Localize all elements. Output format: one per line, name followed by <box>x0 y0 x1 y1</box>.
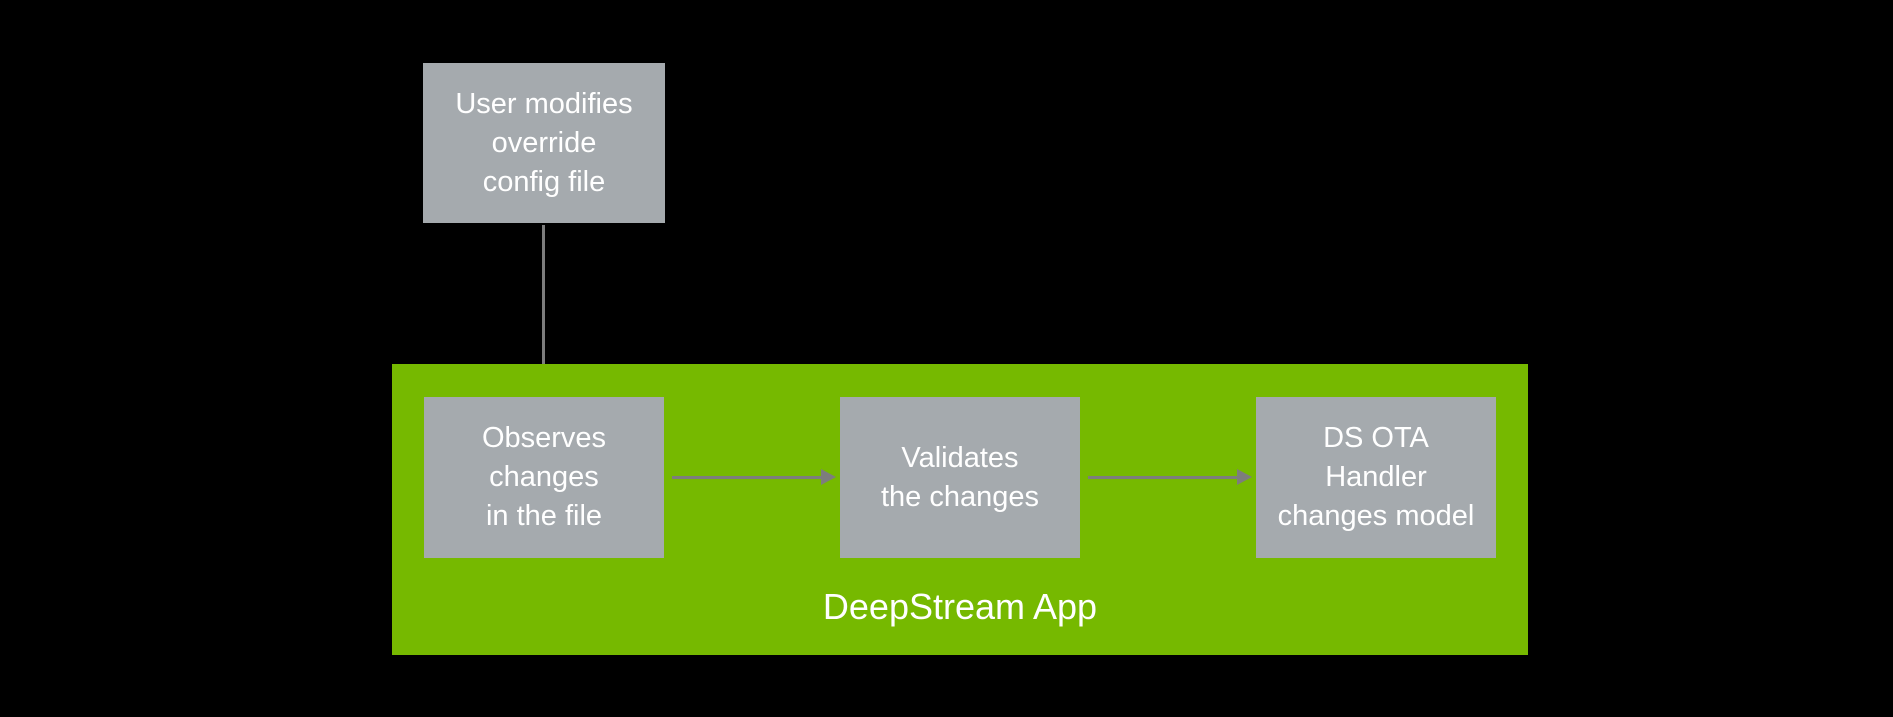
node-observes-changes: Observes changes in the file <box>424 397 664 558</box>
node-validates-changes: Validates the changes <box>840 397 1080 558</box>
node-ds-ota-handler: DS OTA Handler changes model <box>1256 397 1496 558</box>
node-user-modifies-config: User modifies override config file <box>423 63 665 223</box>
edge-validates-to-handler <box>1088 476 1237 479</box>
arrow-right-icon <box>821 469 836 485</box>
edge-observes-to-validates <box>672 476 821 479</box>
node-validates-changes-label: Validates the changes <box>880 441 1039 513</box>
edge-user-to-observes <box>542 225 545 377</box>
deepstream-app-label: DeepStream App <box>822 586 1098 627</box>
node-ds-ota-handler-label: DS OTA Handler changes model <box>1277 422 1475 532</box>
node-observes-changes-label: Observes changes in the file <box>481 422 607 532</box>
arrow-right-icon <box>1237 469 1252 485</box>
node-user-modifies-config-label: User modifies override config file <box>455 87 633 198</box>
